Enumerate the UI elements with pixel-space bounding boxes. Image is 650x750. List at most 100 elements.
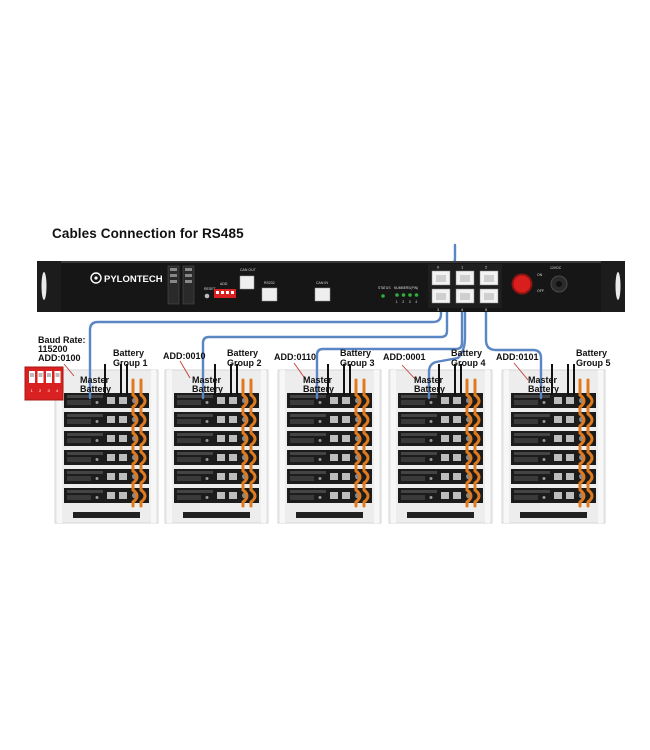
pylontech-logo: PYLONTECH: [90, 272, 163, 285]
battery-module-port[interactable]: [330, 416, 338, 423]
battery-module-display: [514, 400, 538, 405]
reset-button[interactable]: [204, 293, 210, 299]
battery-module-port[interactable]: [217, 435, 225, 442]
address-pointer-lines: [63, 360, 529, 381]
battery-module-port[interactable]: [441, 473, 449, 480]
battery-module-port[interactable]: [342, 435, 350, 442]
battery-module-port[interactable]: [342, 473, 350, 480]
battery-module-port[interactable]: [554, 492, 562, 499]
battery-module-port[interactable]: [107, 435, 115, 442]
battery-module-port[interactable]: [217, 492, 225, 499]
battery-module-port[interactable]: [441, 454, 449, 461]
group-address-label: ADD:0001: [383, 352, 426, 362]
battery-module: [398, 393, 483, 408]
battery-module-port[interactable]: [229, 473, 237, 480]
battery-module-port[interactable]: [330, 435, 338, 442]
battery-module-port[interactable]: [342, 492, 350, 499]
battery-module-port[interactable]: [119, 435, 127, 442]
battery-module-port[interactable]: [330, 492, 338, 499]
battery-module-port[interactable]: [453, 492, 461, 499]
power-button[interactable]: [513, 275, 531, 293]
battery-module-port[interactable]: [453, 416, 461, 423]
battery-module-port[interactable]: [217, 416, 225, 423]
battery-module-port[interactable]: [554, 397, 562, 404]
battery-module-port[interactable]: [330, 397, 338, 404]
battery-module-port[interactable]: [107, 454, 115, 461]
battery-module-port[interactable]: [554, 473, 562, 480]
battery-module-port[interactable]: [330, 473, 338, 480]
battery-module-display: [514, 495, 538, 500]
battery-module-port[interactable]: [453, 397, 461, 404]
battery-module-port[interactable]: [217, 473, 225, 480]
battery-module-port[interactable]: [453, 473, 461, 480]
battery-module-port[interactable]: [229, 416, 237, 423]
rack-post: [167, 370, 172, 523]
logo-mark-icon: [90, 272, 102, 284]
battery-module-port[interactable]: [441, 435, 449, 442]
master-battery-label-line1: Master: [414, 375, 444, 385]
battery-module-vent: [401, 452, 437, 455]
left-ear-slot: [41, 272, 47, 300]
battery-module-port[interactable]: [566, 454, 574, 461]
battery-module-port[interactable]: [566, 416, 574, 423]
battery-module-port[interactable]: [107, 492, 115, 499]
battery-module-vent: [67, 433, 103, 436]
battery-module: [511, 488, 596, 503]
battery-module-port[interactable]: [330, 454, 338, 461]
battery-module-port[interactable]: [342, 454, 350, 461]
rs232-port[interactable]: [261, 287, 278, 302]
power-cable: [473, 378, 481, 508]
baud-rate-label: Baud Rate:: [38, 335, 86, 345]
battery-module-port[interactable]: [342, 416, 350, 423]
battery-group-1: [54, 364, 159, 524]
battery-module-vent: [514, 433, 550, 436]
number-led-label: 4: [415, 300, 417, 304]
battery-module-led: [318, 458, 322, 461]
battery-module: [287, 393, 372, 408]
battery-module-port[interactable]: [217, 454, 225, 461]
battery-module-port[interactable]: [107, 397, 115, 404]
battery-module-display: [290, 400, 314, 405]
battery-module-port[interactable]: [119, 454, 127, 461]
battery-module: [398, 412, 483, 427]
battery-module-port[interactable]: [441, 416, 449, 423]
can-in-port[interactable]: [314, 287, 331, 302]
battery-module-port[interactable]: [229, 492, 237, 499]
can-out-port[interactable]: [239, 275, 255, 290]
battery-module: [64, 431, 149, 446]
battery-module-display: [67, 476, 91, 481]
battery-module-port[interactable]: [554, 416, 562, 423]
battery-module-port[interactable]: [229, 435, 237, 442]
battery-module-port[interactable]: [453, 435, 461, 442]
battery-module-port[interactable]: [554, 435, 562, 442]
battery-module-port[interactable]: [566, 435, 574, 442]
battery-module-port[interactable]: [119, 416, 127, 423]
battery-module-port[interactable]: [119, 492, 127, 499]
battery-module-port[interactable]: [119, 397, 127, 404]
power-off-label: OFF: [537, 289, 544, 293]
battery-module-led: [429, 420, 433, 423]
battery-module-led: [95, 477, 99, 480]
battery-module-port[interactable]: [217, 397, 225, 404]
battery-module-port[interactable]: [441, 397, 449, 404]
battery-module-port[interactable]: [119, 473, 127, 480]
battery-module-port[interactable]: [229, 397, 237, 404]
battery-module-port[interactable]: [441, 492, 449, 499]
battery-module-port[interactable]: [566, 397, 574, 404]
battery-module-port[interactable]: [107, 473, 115, 480]
dip-pin-number: 4: [56, 388, 59, 393]
battery-module-port[interactable]: [229, 454, 237, 461]
battery-module-led: [542, 439, 546, 442]
controller-dip-switch[interactable]: [214, 289, 236, 298]
power-cable: [249, 378, 257, 508]
battery-module-port[interactable]: [107, 416, 115, 423]
battery-group-5: [501, 364, 606, 524]
battery-module-port[interactable]: [566, 473, 574, 480]
battery-module-port[interactable]: [342, 397, 350, 404]
battery-module-port[interactable]: [453, 454, 461, 461]
battery-group-label-line2: Group 3: [340, 358, 375, 368]
battery-module-port[interactable]: [554, 454, 562, 461]
battery-module-port[interactable]: [566, 492, 574, 499]
battery-module-vent: [401, 433, 437, 436]
